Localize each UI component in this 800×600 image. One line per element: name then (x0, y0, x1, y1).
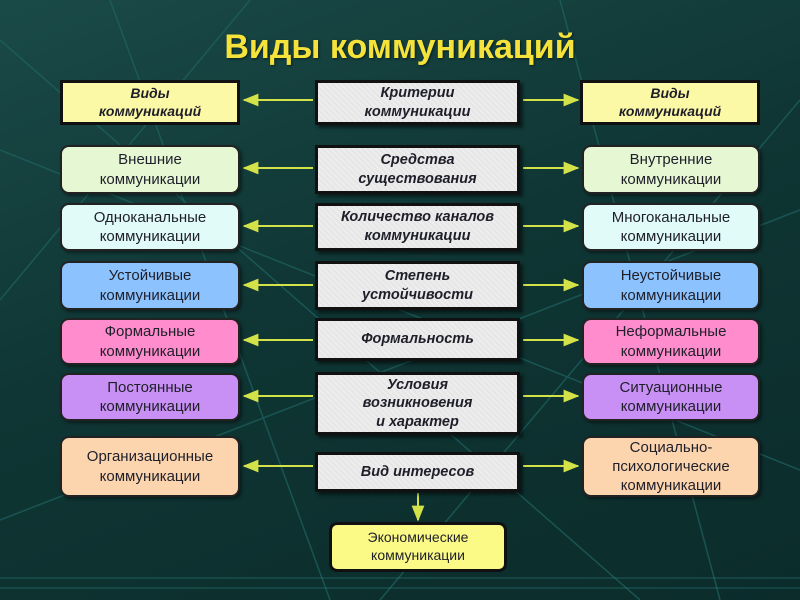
header-left-box: Виды коммуникаций (60, 80, 240, 125)
row-4-right-type: Неформальные коммуникации (582, 318, 760, 365)
row-4-criterion: Формальность (315, 318, 520, 361)
row-3-left-type: Устойчивые коммуникации (60, 261, 240, 310)
row-6-criterion: Вид интересов (315, 452, 520, 492)
economic-communications-box: Экономические коммуникации (329, 522, 507, 572)
row-1-left-type: Внешние коммуникации (60, 145, 240, 194)
row-2-left-type: Одноканальные коммуникации (60, 203, 240, 251)
row-6-right-type: Социально- психологические коммуникации (582, 436, 760, 497)
row-5-criterion: Условия возникновения и характер (315, 372, 520, 435)
page-title: Виды коммуникаций (224, 28, 576, 66)
row-5-right-type: Ситуационные коммуникации (582, 373, 760, 421)
row-4-left-type: Формальные коммуникации (60, 318, 240, 365)
row-3-right-type: Неустойчивые коммуникации (582, 261, 760, 310)
row-2-criterion: Количество каналов коммуникации (315, 203, 520, 251)
row-3-criterion: Степень устойчивости (315, 261, 520, 310)
row-2-right-type: Многоканальные коммуникации (582, 203, 760, 251)
row-5-left-type: Постоянные коммуникации (60, 373, 240, 421)
header-right-box: Виды коммуникаций (580, 80, 760, 125)
row-1-criterion: Средства существования (315, 145, 520, 194)
row-1-right-type: Внутренние коммуникации (582, 145, 760, 194)
header-criteria-box: Критерии коммуникации (315, 80, 520, 125)
row-6-left-type: Организационные коммуникации (60, 436, 240, 497)
